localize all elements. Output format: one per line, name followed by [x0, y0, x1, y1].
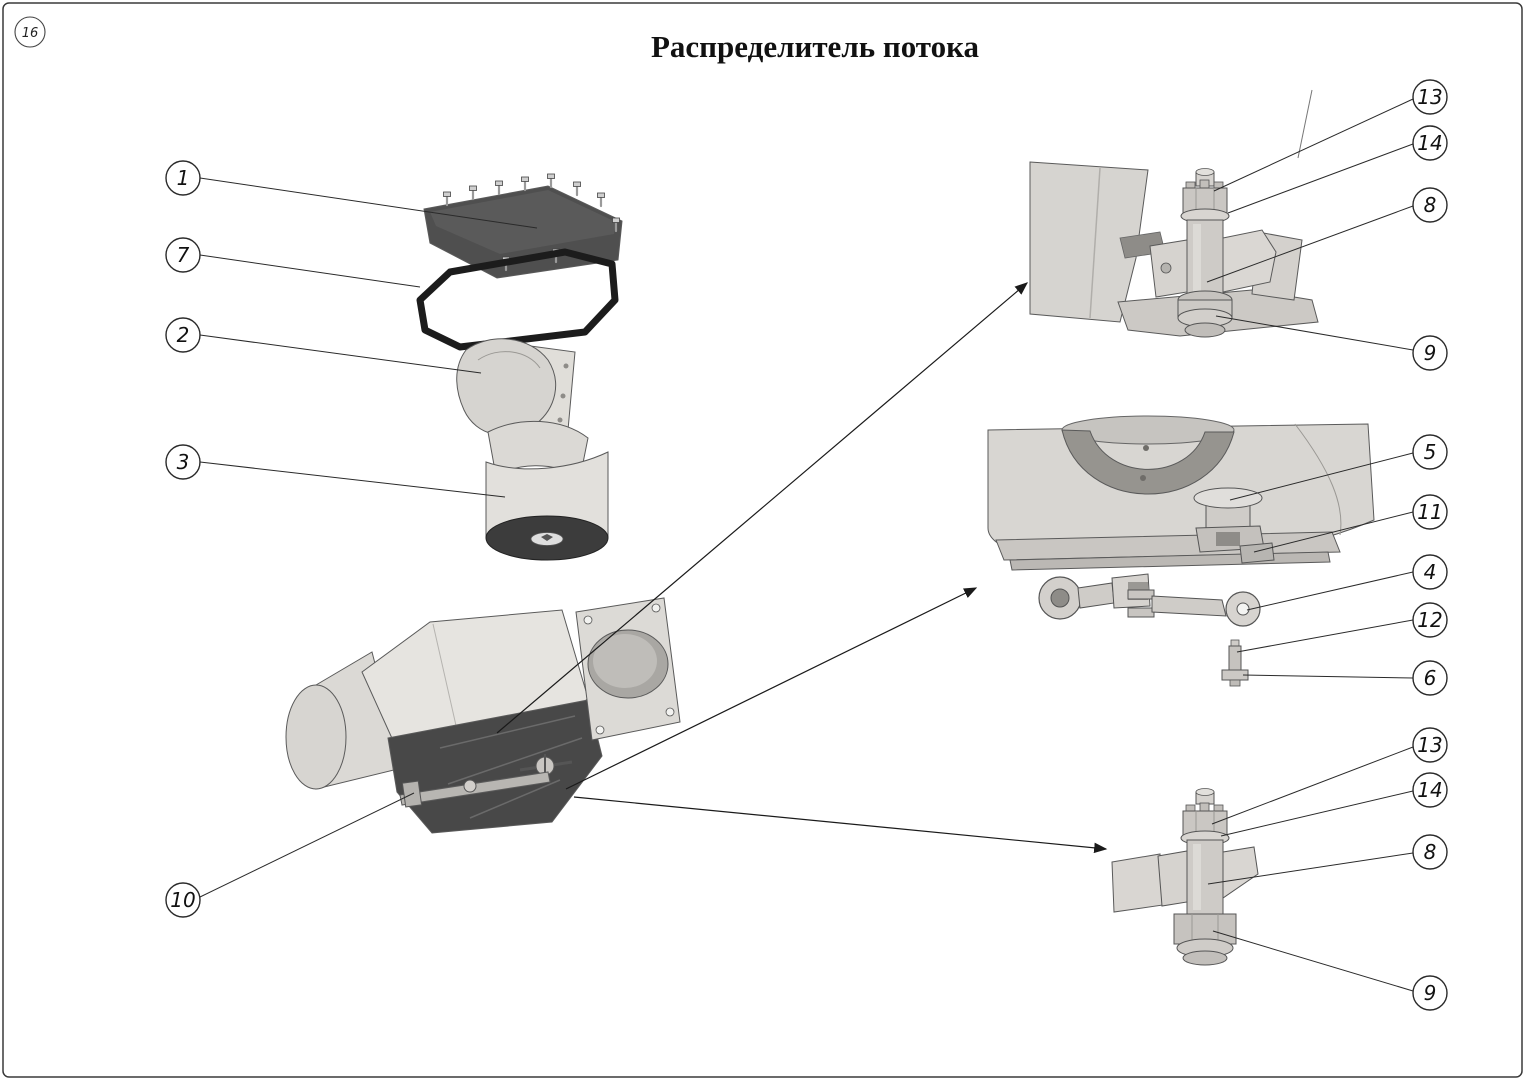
leader-5 [1229, 452, 1414, 501]
leader-14-top [1227, 143, 1414, 214]
callout-label: 8 [1424, 840, 1437, 864]
callout-label: 3 [177, 450, 190, 474]
callout-8-bottom: 8 [1412, 834, 1448, 870]
callouts: 1 7 2 3 10 13 14 8 9 5 11 4 12 6 13 14 8… [165, 79, 1448, 1011]
callout-label: 6 [1424, 666, 1437, 690]
callout-11: 11 [1412, 494, 1448, 530]
duct-cylinder-part [485, 420, 609, 561]
arrow-to-middle-detail [565, 587, 978, 790]
callout-label: 14 [1417, 131, 1442, 155]
valve-assembly-bottom [1157, 788, 1259, 966]
arrow-to-top-detail [496, 282, 1029, 734]
deflector-part [456, 338, 576, 436]
leader-lines [199, 98, 1414, 992]
leader-1 [199, 177, 538, 229]
leader-8-top [1206, 205, 1414, 283]
callout-6: 6 [1412, 660, 1448, 696]
callout-10: 10 [165, 882, 201, 918]
page-title: Распределитель потока [651, 29, 980, 64]
leader-4 [1246, 571, 1414, 611]
leader-9-top [1215, 315, 1414, 351]
gasket-part [416, 248, 619, 351]
callout-label: 1 [177, 166, 190, 190]
leader-13-top [1213, 98, 1414, 192]
detail-arrows [496, 282, 1108, 854]
leader-10 [199, 792, 415, 898]
plate-bolts [443, 173, 620, 272]
callout-9-bottom: 9 [1412, 975, 1448, 1011]
leader-6 [1242, 674, 1414, 679]
leader-9-bottom [1212, 930, 1414, 992]
callout-8-top: 8 [1412, 187, 1448, 223]
callout-14-bottom: 14 [1412, 772, 1448, 808]
callout-12: 12 [1412, 602, 1448, 638]
detail-view-top [1029, 89, 1319, 338]
valve-body [1186, 839, 1224, 915]
leader-11 [1253, 511, 1414, 553]
callout-5: 5 [1412, 434, 1448, 470]
callout-14-top: 14 [1412, 125, 1448, 161]
leader-8-bottom [1207, 852, 1414, 885]
callout-label: 9 [1424, 981, 1437, 1005]
page-number: 16 [22, 26, 39, 41]
callout-label: 14 [1417, 778, 1442, 802]
callout-label: 11 [1417, 500, 1442, 524]
callout-label: 13 [1417, 733, 1442, 757]
leader-3 [199, 461, 506, 498]
callout-label: 10 [170, 888, 195, 912]
leader-13-bottom [1211, 746, 1414, 825]
callout-label: 9 [1424, 341, 1437, 365]
valve-body [1186, 219, 1224, 297]
main-body-part [285, 597, 681, 834]
valve-assembly-top [1149, 168, 1277, 338]
callout-label: 5 [1424, 440, 1437, 464]
callout-3: 3 [165, 444, 201, 480]
callout-label: 7 [177, 243, 190, 267]
page-number-circle [14, 16, 46, 48]
callout-label: 12 [1417, 608, 1442, 632]
callout-1: 1 [165, 160, 201, 196]
callout-4: 4 [1412, 554, 1448, 590]
leader-14-bottom [1220, 790, 1414, 837]
leader-2 [199, 334, 482, 374]
pin-part [1221, 639, 1249, 687]
callout-2: 2 [165, 317, 201, 353]
callout-9-top: 9 [1412, 335, 1448, 371]
callout-label: 4 [1424, 560, 1437, 584]
callout-7: 7 [165, 237, 201, 273]
detail-view-bottom [1111, 788, 1259, 966]
exploded-view [285, 173, 681, 834]
leader-12 [1236, 619, 1414, 653]
leader-7 [199, 254, 421, 288]
cover-plate-part [423, 173, 623, 279]
callout-label: 13 [1417, 85, 1442, 109]
lever-part [1127, 589, 1261, 627]
detail-view-middle [987, 415, 1375, 687]
callout-13-bottom: 13 [1412, 727, 1448, 763]
callout-label: 8 [1424, 193, 1437, 217]
bushing-part [1239, 542, 1275, 564]
arrow-to-bottom-detail [573, 796, 1108, 854]
callout-13-top: 13 [1412, 79, 1448, 115]
callout-label: 2 [177, 323, 190, 347]
